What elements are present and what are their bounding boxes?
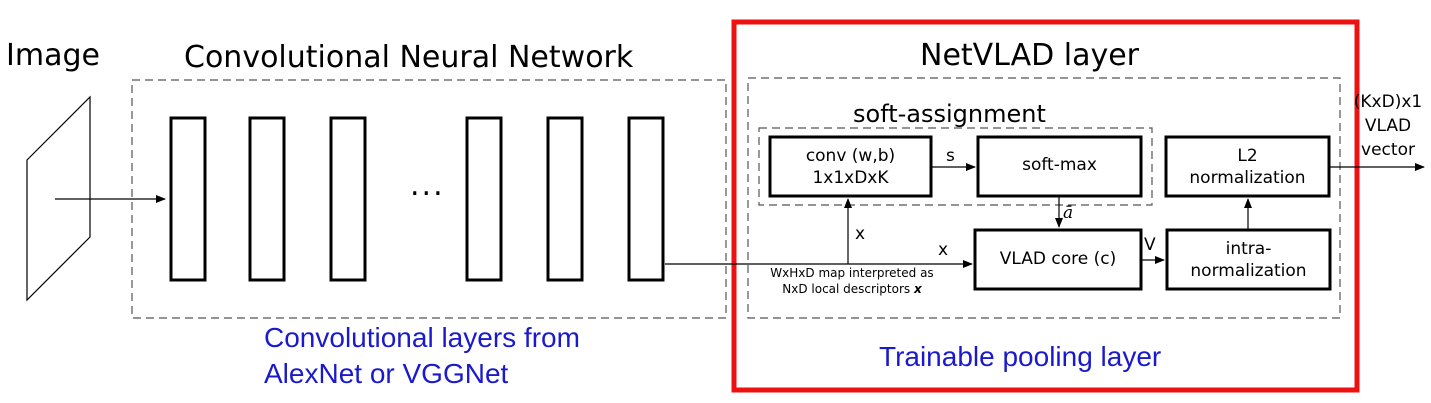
x-horizontal-label: x — [938, 240, 949, 260]
trainable-caption: Trainable pooling layer — [879, 341, 1162, 372]
cnn-title: Convolutional Neural Network — [184, 40, 634, 75]
output-vector-label: (KxD)x1 VLAD vector — [1346, 90, 1430, 162]
map-caption: WxHxD map interpreted as NxD local descr… — [746, 265, 958, 297]
cnn-layer-1 — [169, 116, 207, 282]
conv-block-text: conv (w,b) 1x1xDxK — [770, 145, 931, 189]
ellipsis: ... — [410, 168, 445, 203]
conv-layers-line2: AlexNet or VGGNet — [264, 358, 509, 389]
l2-line2: normalization — [1189, 168, 1306, 188]
cnn-layer-3 — [329, 116, 367, 282]
soft-assignment-label: soft-assignment — [853, 100, 1046, 128]
s-label: s — [946, 146, 955, 166]
conv-line2: 1x1xDxK — [812, 168, 889, 188]
output-line1: (KxD)x1 — [1353, 92, 1423, 112]
map-x: x — [913, 282, 922, 296]
a-bar-label: ā — [1063, 203, 1074, 223]
cnn-layer-6 — [627, 116, 665, 282]
intra-line1: intra- — [1225, 239, 1272, 259]
conv-layers-caption: Convolutional layers from AlexNet or VGG… — [264, 320, 580, 392]
vlad-core-text: VLAD core (c) — [999, 249, 1117, 269]
cnn-layer-2 — [248, 116, 286, 282]
softmax-text: soft-max — [1022, 155, 1097, 175]
l2-line1: L2 — [1237, 146, 1258, 166]
conv-line1: conv (w,b) — [805, 146, 896, 166]
map-line2: NxD local descriptors — [782, 282, 911, 296]
soft-assignment-container — [758, 127, 1153, 206]
output-line2: VLAD — [1364, 116, 1412, 136]
cnn-layer-4 — [465, 116, 503, 282]
output-line3: vector — [1361, 140, 1415, 160]
v-label: V — [1144, 235, 1156, 255]
netvlad-highlight-border — [731, 19, 1360, 393]
map-line2-wrap: NxD local descriptors x — [746, 281, 958, 297]
x-vertical-label: x — [855, 224, 866, 244]
input-image-shape — [26, 95, 91, 302]
l2-block-text: L2 normalization — [1166, 145, 1329, 189]
intra-line2: normalization — [1190, 261, 1307, 281]
map-line1: WxHxD map interpreted as — [770, 266, 934, 280]
intra-block-text: intra- normalization — [1167, 238, 1330, 282]
cnn-layer-5 — [546, 116, 584, 282]
conv-layers-line1: Convolutional layers from — [264, 322, 580, 353]
image-label: Image — [6, 38, 100, 73]
netvlad-title: NetVLAD layer — [920, 38, 1140, 73]
